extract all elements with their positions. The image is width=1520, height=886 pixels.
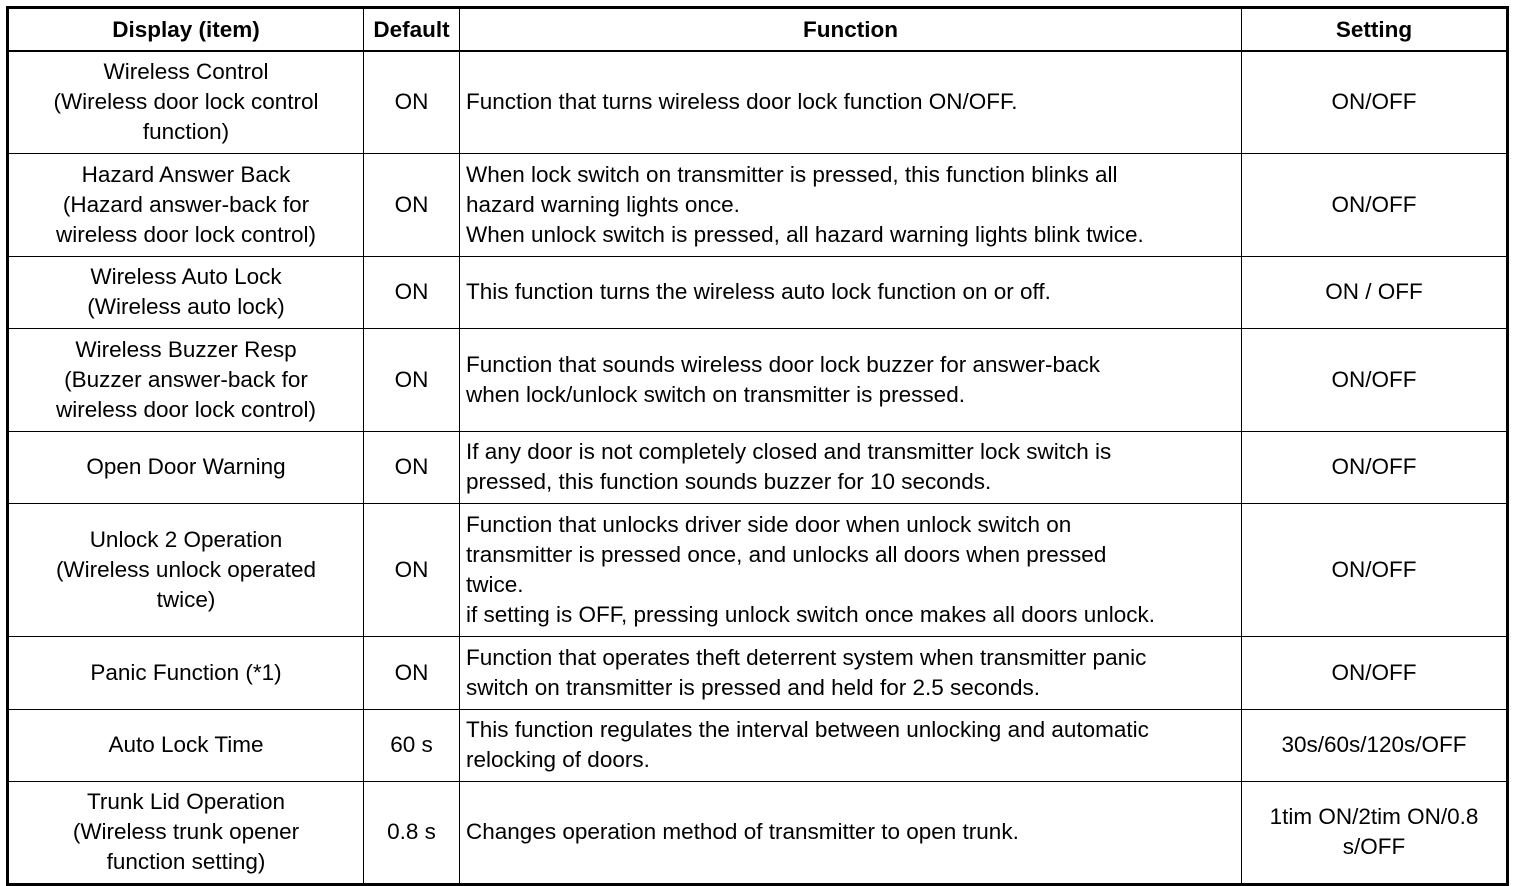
default-cell: ON [363, 635, 460, 710]
function-text: Function that operates theft deterrent s… [466, 644, 1147, 700]
setting-cell: 30s/60s/120s/OFF [1241, 708, 1508, 782]
display-text: Open Door Warning [86, 454, 286, 479]
display-text: Wireless Auto Lock (Wireless auto lock) [87, 264, 285, 319]
table-row: Unlock 2 Operation (Wireless unlock oper… [7, 502, 1508, 637]
setting-cell: ON / OFF [1241, 255, 1508, 329]
function-text: Function that sounds wireless door lock … [466, 351, 1101, 407]
display-text: Wireless Control (Wireless door lock con… [53, 59, 319, 145]
setting-cell: ON/OFF [1241, 430, 1508, 504]
display-text: Auto Lock Time [108, 732, 264, 757]
function-cell: Function that unlocks driver side door w… [459, 502, 1242, 637]
setting-text: ON/OFF [1331, 191, 1417, 217]
default-cell: ON [363, 152, 460, 257]
display-text: Wireless Buzzer Resp (Buzzer answer-back… [55, 336, 317, 422]
default-cell: ON [363, 50, 460, 154]
display-cell: Unlock 2 Operation (Wireless unlock oper… [7, 502, 364, 637]
header-function: Function [459, 7, 1242, 52]
default-cell: ON [363, 255, 460, 329]
default-cell: ON [363, 502, 460, 637]
table-header-row: Display (item) Default Function Setting [7, 7, 1508, 52]
setting-cell: 1tim ON/2tim ON/0.8 s/OFF [1241, 780, 1508, 885]
display-cell: Wireless Control (Wireless door lock con… [7, 50, 364, 154]
setting-text: ON/OFF [1331, 659, 1417, 685]
function-cell: Changes operation method of transmitter … [459, 780, 1242, 885]
function-cell: Function that sounds wireless door lock … [459, 327, 1242, 432]
setting-text: ON/OFF [1331, 89, 1417, 115]
function-text: Changes operation method of transmitter … [466, 819, 1019, 844]
function-cell: This function regulates the interval bet… [459, 708, 1242, 782]
function-cell: Function that turns wireless door lock f… [459, 50, 1242, 154]
table-row: Trunk Lid Operation (Wireless trunk open… [7, 780, 1508, 885]
table-row: Wireless Control (Wireless door lock con… [7, 50, 1508, 154]
setting-cell: ON/OFF [1241, 152, 1508, 257]
display-cell: Open Door Warning [7, 430, 364, 504]
settings-table: Display (item) Default Function Setting … [6, 6, 1509, 886]
table-row: Auto Lock Time 60 s This function regula… [7, 708, 1508, 782]
display-cell: Hazard Answer Back (Hazard answer-back f… [7, 152, 364, 257]
header-setting: Setting [1241, 7, 1508, 52]
display-text: Panic Function (*1) [90, 659, 282, 685]
setting-cell: ON/OFF [1241, 50, 1508, 154]
function-text: If any door is not completely closed and… [466, 439, 1112, 494]
default-cell: ON [363, 430, 460, 504]
setting-text: ON/OFF [1331, 556, 1417, 582]
default-cell: 0.8 s [363, 780, 460, 885]
table-row: Panic Function (*1) ON Function that ope… [7, 635, 1508, 710]
header-display: Display (item) [7, 7, 364, 52]
function-text: Function that unlocks driver side door w… [466, 511, 1156, 627]
function-cell: When lock switch on transmitter is press… [459, 152, 1242, 257]
display-cell: Panic Function (*1) [7, 635, 364, 710]
table-row: Open Door Warning ON If any door is not … [7, 430, 1508, 504]
display-cell: Auto Lock Time [7, 708, 364, 782]
setting-text: ON/OFF [1331, 366, 1417, 392]
default-cell: ON [363, 327, 460, 432]
function-cell: If any door is not completely closed and… [459, 430, 1242, 504]
display-text: Unlock 2 Operation (Wireless unlock oper… [55, 526, 317, 612]
function-cell: Function that operates theft deterrent s… [459, 635, 1242, 710]
setting-text: ON / OFF [1325, 279, 1423, 304]
display-cell: Trunk Lid Operation (Wireless trunk open… [7, 780, 364, 885]
function-text: When lock switch on transmitter is press… [466, 161, 1144, 247]
setting-cell: ON/OFF [1241, 502, 1508, 637]
display-text: Trunk Lid Operation (Wireless trunk open… [72, 789, 300, 874]
table-row: Hazard Answer Back (Hazard answer-back f… [7, 152, 1508, 257]
display-text: Hazard Answer Back (Hazard answer-back f… [55, 161, 317, 247]
setting-text: 30s/60s/120s/OFF [1281, 732, 1467, 757]
table-row: Wireless Auto Lock (Wireless auto lock) … [7, 255, 1508, 329]
function-text: This function regulates the interval bet… [466, 717, 1149, 772]
default-cell: 60 s [363, 708, 460, 782]
setting-cell: ON/OFF [1241, 635, 1508, 710]
function-text: This function turns the wireless auto lo… [466, 279, 1051, 304]
display-cell: Wireless Auto Lock (Wireless auto lock) [7, 255, 364, 329]
setting-cell: ON/OFF [1241, 327, 1508, 432]
header-default: Default [363, 7, 460, 52]
function-text: Function that turns wireless door lock f… [466, 89, 1018, 115]
table-row: Wireless Buzzer Resp (Buzzer answer-back… [7, 327, 1508, 432]
setting-text: 1tim ON/2tim ON/0.8 s/OFF [1269, 804, 1479, 859]
function-cell: This function turns the wireless auto lo… [459, 255, 1242, 329]
setting-text: ON/OFF [1331, 454, 1417, 479]
display-cell: Wireless Buzzer Resp (Buzzer answer-back… [7, 327, 364, 432]
